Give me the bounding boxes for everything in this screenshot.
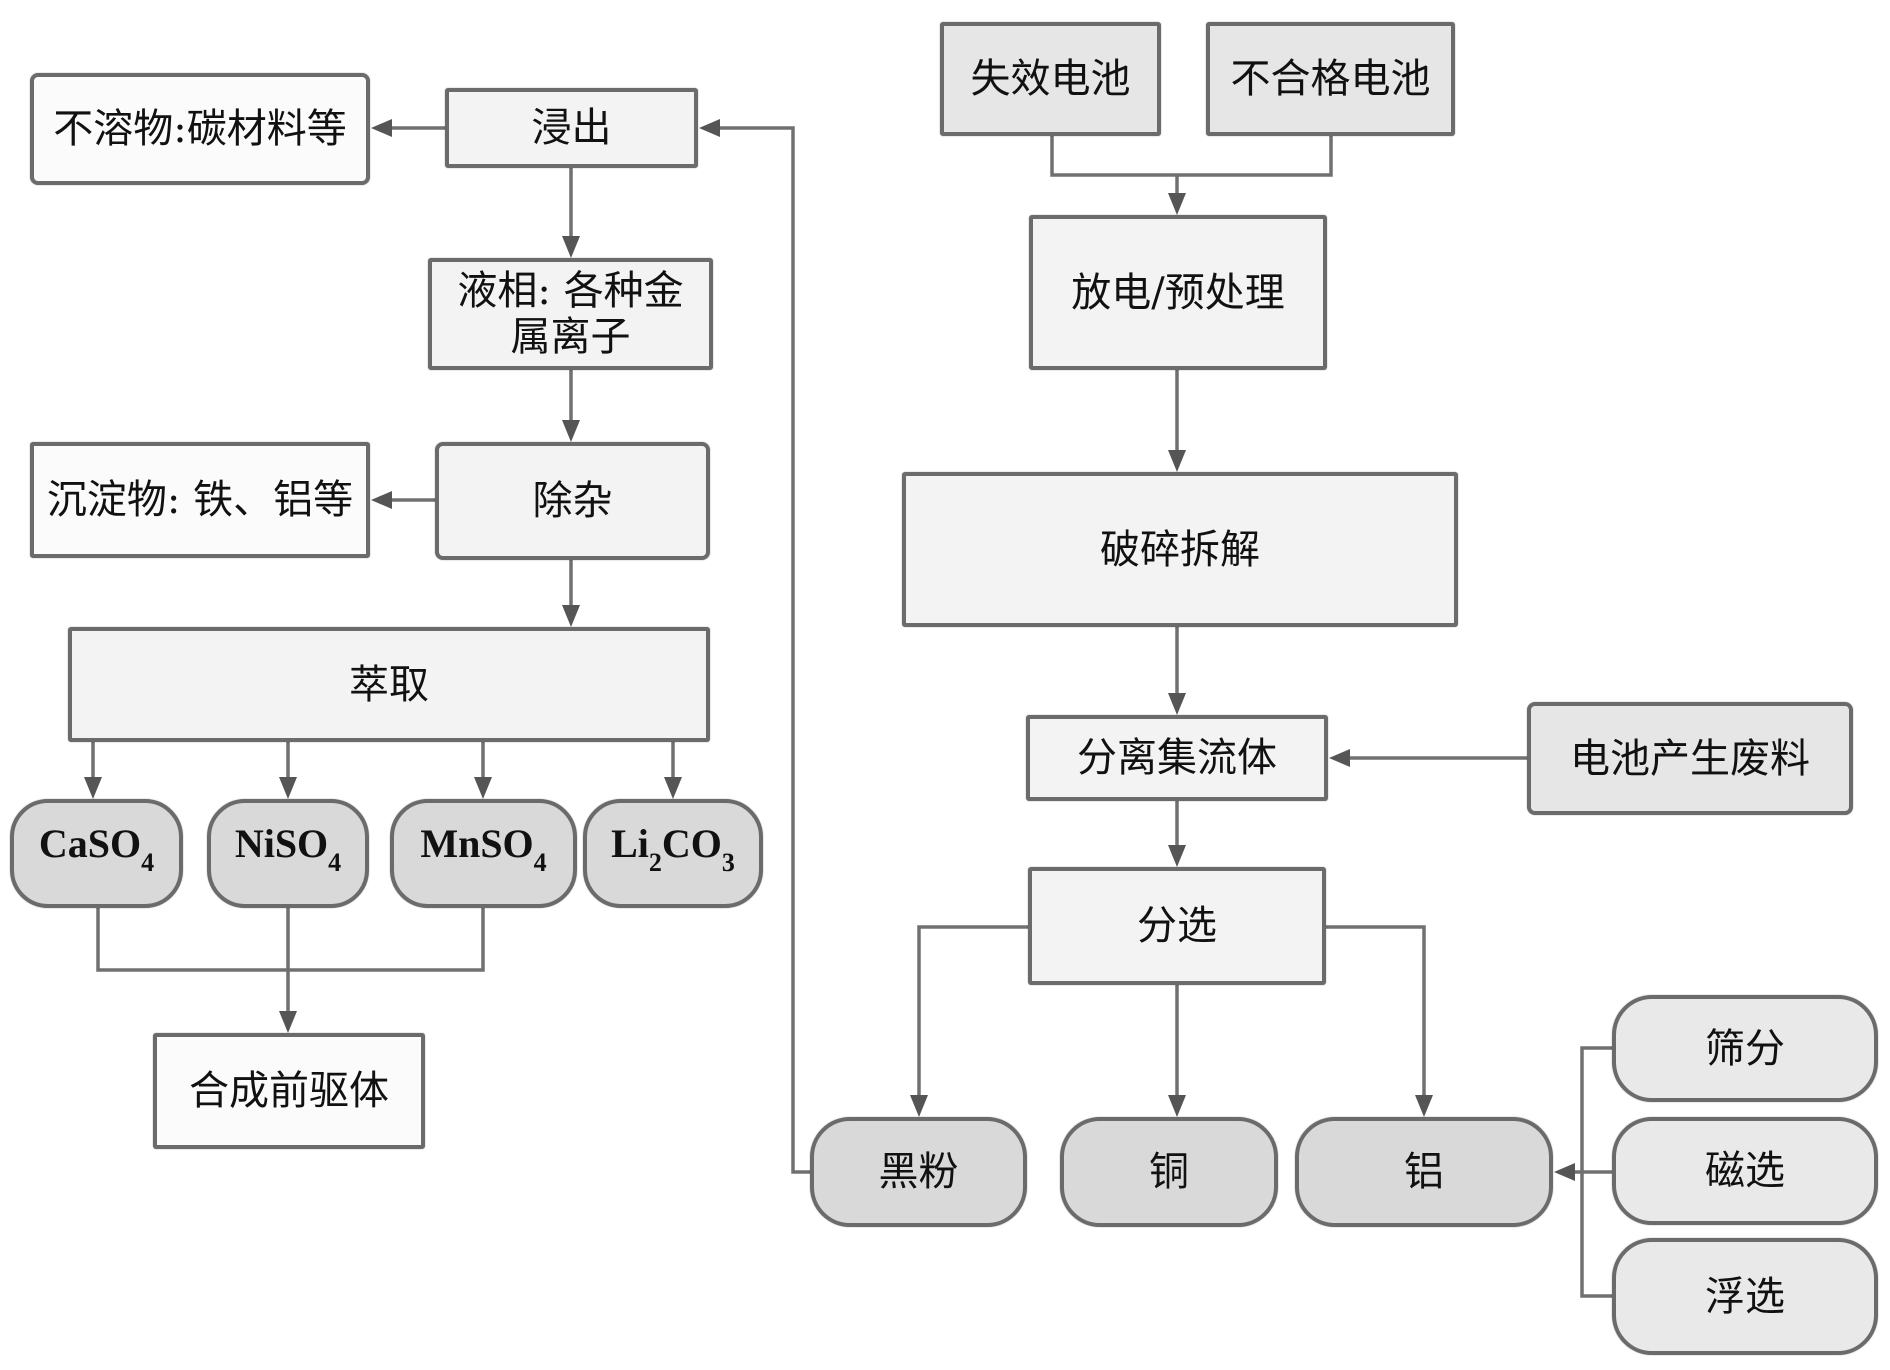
crushing-dismantling-node: 破碎拆解 [902, 472, 1458, 627]
li2co3-node: Li2CO3 [583, 799, 763, 908]
arrowhead [84, 777, 102, 799]
black-powder-label: 黑粉 [878, 1149, 959, 1195]
impurity-removal-label: 除杂 [532, 478, 613, 524]
battery-production-waste-node: 电池产生废料 [1527, 702, 1853, 815]
arrowhead [1168, 193, 1186, 215]
arrowhead [1415, 1095, 1433, 1117]
discharge-pretreatment-label: 放电/预处理 [1071, 269, 1285, 316]
arrowhead [279, 1011, 297, 1033]
caso4-node: CaSO4 [10, 799, 183, 908]
failed-battery-label: 失效电池 [970, 56, 1131, 102]
separate-current-collector-label: 分离集流体 [1077, 735, 1277, 781]
arrowhead [910, 1095, 928, 1117]
precursor-synthesis-node: 合成前驱体 [153, 1033, 425, 1149]
arrowhead [371, 491, 392, 509]
arrowhead [562, 605, 580, 627]
mnso4-formula: MnSO4 [420, 821, 547, 877]
defective-battery-node: 不合格电池 [1206, 22, 1455, 136]
copper-label: 铜 [1149, 1149, 1189, 1195]
sorting-node: 分选 [1028, 867, 1326, 985]
insoluble-node: 不溶物:碳材料等 [30, 73, 370, 185]
arrowhead [279, 777, 297, 799]
edge-blackpowder-leaching [716, 126, 810, 1174]
leaching-label: 浸出 [531, 105, 612, 151]
precipitate-label: 沉淀物: 铁、铝等 [46, 477, 354, 523]
arrowhead [371, 119, 392, 137]
arrowhead [562, 420, 580, 442]
edge-sorting-aluminum [1326, 925, 1426, 1100]
liquid-phase-label-1: 液相: 各种金 [457, 268, 684, 314]
discharge-pretreatment-node: 放电/预处理 [1029, 215, 1327, 370]
arrowhead [1168, 450, 1186, 472]
aluminum-node: 铝 [1295, 1117, 1553, 1227]
magnetic-separation-node: 磁选 [1612, 1117, 1878, 1225]
copper-node: 铜 [1060, 1117, 1278, 1227]
leaching-node: 浸出 [445, 88, 698, 168]
liquid-phase-label-2: 属离子 [510, 314, 631, 360]
separate-current-collector-node: 分离集流体 [1026, 715, 1328, 801]
defective-battery-label: 不合格电池 [1230, 56, 1431, 102]
precipitate-node: 沉淀物: 铁、铝等 [30, 442, 370, 558]
failed-battery-node: 失效电池 [940, 22, 1161, 136]
arrowhead [1329, 749, 1350, 767]
arrowhead [1168, 845, 1186, 867]
sorting-label: 分选 [1137, 903, 1217, 949]
arrowhead [699, 119, 720, 137]
caso4-formula: CaSO4 [38, 821, 155, 877]
magnetic-separation-label: 磁选 [1705, 1148, 1785, 1194]
extraction-node: 萃取 [68, 627, 710, 742]
mnso4-node: MnSO4 [390, 799, 577, 908]
insoluble-label: 不溶物:碳材料等 [53, 106, 347, 152]
edge-sulfates-merge [96, 908, 485, 972]
battery-production-waste-label: 电池产生废料 [1570, 735, 1810, 782]
flotation-label: 浮选 [1705, 1273, 1785, 1320]
flotation-node: 浮选 [1612, 1238, 1878, 1355]
arrowhead [664, 777, 682, 799]
black-powder-node: 黑粉 [810, 1117, 1027, 1227]
screening-label: 筛分 [1705, 1025, 1785, 1072]
aluminum-label: 铝 [1404, 1149, 1444, 1195]
niso4-formula: NiSO4 [234, 821, 342, 877]
arrowhead [1554, 1163, 1575, 1181]
arrowhead [1168, 1095, 1186, 1117]
edge-sorting-blackpowder [917, 925, 1028, 1100]
impurity-removal-node: 除杂 [435, 442, 710, 560]
li2co3-formula: Li2CO3 [611, 821, 735, 877]
arrowhead [1168, 693, 1186, 715]
extraction-label: 萃取 [349, 661, 429, 708]
arrowhead [474, 777, 492, 799]
crushing-dismantling-label: 破碎拆解 [1100, 526, 1260, 573]
screening-node: 筛分 [1612, 995, 1878, 1102]
precursor-synthesis-label: 合成前驱体 [189, 1068, 389, 1114]
arrowhead [562, 236, 580, 258]
niso4-node: NiSO4 [207, 799, 369, 908]
liquid-phase-node: 液相: 各种金 属离子 [428, 258, 713, 370]
edge-batteries-merge [1050, 136, 1333, 177]
